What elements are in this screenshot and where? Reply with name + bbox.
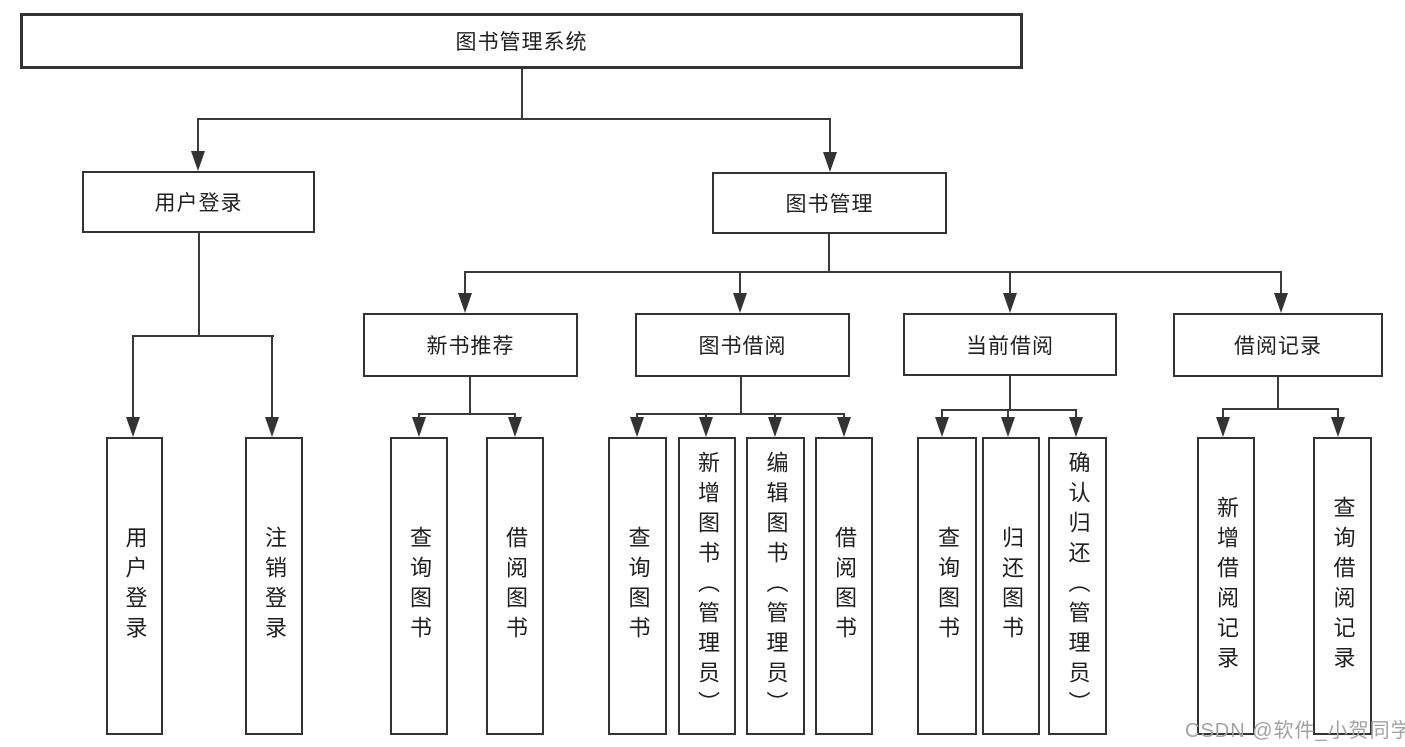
leaf-borrow-book: 借阅图书 <box>815 437 873 735</box>
connector-new-book-stem <box>469 377 471 413</box>
arrow-current-borrow-child-1 <box>1001 409 1015 437</box>
leaf-logout: 注销登录 <box>245 437 303 735</box>
leaf-borrow-add-admin: 新增图书（管理员） <box>678 437 736 735</box>
connector-user-login-horizontal <box>133 335 274 337</box>
node-label: 新书推荐 <box>426 335 515 358</box>
leaf-label: 借阅图书 <box>503 526 528 646</box>
connector-root-stem <box>521 69 523 118</box>
arrow-borrow-record-child-1 <box>1331 408 1345 437</box>
leaf-current-query: 查询图书 <box>917 437 977 735</box>
arrow-new-book-child-1 <box>508 413 522 437</box>
node-label: 借阅记录 <box>1234 335 1322 358</box>
arrow-to-logout-leaf <box>265 335 279 437</box>
node-book-management: 图书管理 <box>712 172 947 234</box>
node-new-book-recommend: 新书推荐 <box>363 313 578 377</box>
leaf-label: 查询图书 <box>625 526 651 646</box>
connector-user-login-stem <box>198 233 200 335</box>
node-book-borrow: 图书借阅 <box>635 313 850 377</box>
connector-borrow-record-horizontal <box>1222 408 1339 410</box>
leaf-label: 借阅图书 <box>832 526 857 646</box>
arrow-borrow-record-child-0 <box>1216 408 1230 437</box>
leaf-label: 归还图书 <box>999 526 1024 646</box>
connector-book-borrow-horizontal <box>636 413 845 415</box>
leaf-label: 新增借阅记录 <box>1214 496 1239 676</box>
leaf-current-confirm-return-admin: 确认归还（管理员） <box>1048 437 1107 735</box>
leaf-borrow-query: 查询图书 <box>608 437 667 735</box>
arrow-book-borrow-child-3 <box>837 413 851 437</box>
node-user-login: 用户登录 <box>82 171 315 233</box>
arrow-book-borrow-child-0 <box>630 413 644 437</box>
leaf-label: 查询图书 <box>407 526 432 646</box>
arrow-to-book-management <box>823 118 837 172</box>
node-label: 图书管理系统 <box>455 31 588 54</box>
leaf-new-book-query: 查询图书 <box>390 437 448 735</box>
arrow-to-user-login-leaf <box>126 335 140 437</box>
leaf-label: 确认归还（管理员） <box>1065 451 1091 721</box>
leaf-label: 新增图书（管理员） <box>695 451 720 721</box>
connector-book-mgmt-horizontal <box>465 271 1282 273</box>
arrow-current-borrow-child-2 <box>1069 409 1083 437</box>
connector-book-mgmt-stem <box>828 234 830 271</box>
arrow-to-user-login <box>191 118 205 171</box>
node-current-borrow: 当前借阅 <box>903 313 1117 376</box>
leaf-label: 查询借阅记录 <box>1330 496 1356 676</box>
leaf-current-return: 归还图书 <box>982 437 1040 735</box>
arrow-book-borrow-child-1 <box>699 413 713 437</box>
leaf-label: 注销登录 <box>262 526 287 646</box>
arrow-to-borrow-record <box>1274 271 1288 313</box>
connector-current-borrow-horizontal <box>941 409 1077 411</box>
leaf-label: 用户登录 <box>122 526 148 646</box>
node-label: 用户登录 <box>154 192 243 215</box>
connector-book-borrow-stem <box>740 377 742 413</box>
node-label: 图书借阅 <box>698 335 787 358</box>
csdn-watermark: CSDN @软件_小贺同学 <box>1185 720 1405 742</box>
leaf-label: 查询图书 <box>935 526 960 646</box>
node-label: 当前借阅 <box>966 334 1054 358</box>
arrow-current-borrow-child-0 <box>935 409 949 437</box>
leaf-record-query: 查询借阅记录 <box>1313 437 1372 735</box>
connector-borrow-record-stem <box>1277 377 1279 408</box>
node-label: 图书管理 <box>785 193 874 216</box>
node-library-management-system: 图书管理系统 <box>20 13 1023 69</box>
connector-current-borrow-stem <box>1009 376 1011 409</box>
connector-level1-horizontal <box>198 118 831 120</box>
connector-new-book-horizontal <box>418 413 516 415</box>
arrow-to-current-borrow <box>1003 271 1017 313</box>
arrow-book-borrow-child-2 <box>768 413 782 437</box>
arrow-new-book-child-0 <box>412 413 426 437</box>
leaf-borrow-edit-admin: 编辑图书（管理员） <box>746 437 805 735</box>
leaf-label: 编辑图书（管理员） <box>763 451 789 721</box>
node-borrow-record: 借阅记录 <box>1173 313 1383 377</box>
leaf-new-book-borrow: 借阅图书 <box>486 437 544 735</box>
arrow-to-book-borrow <box>733 271 747 313</box>
leaf-user-login: 用户登录 <box>106 437 163 735</box>
leaf-record-add: 新增借阅记录 <box>1197 437 1255 735</box>
arrow-to-new-book <box>458 271 472 313</box>
